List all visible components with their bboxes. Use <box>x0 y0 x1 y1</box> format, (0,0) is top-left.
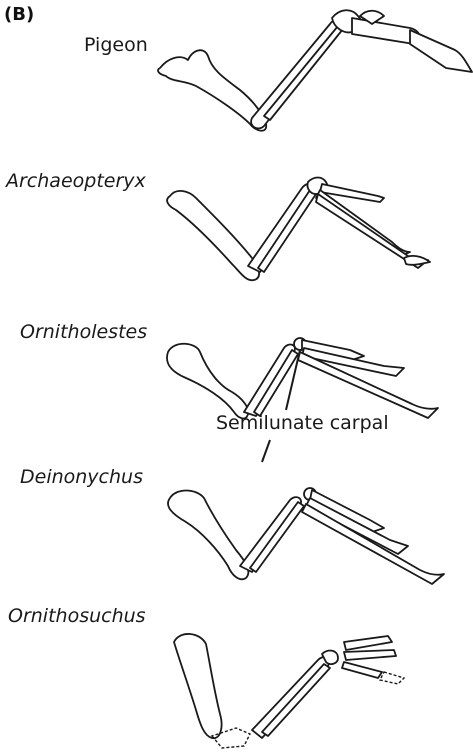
deinonychus-humerus <box>168 491 248 580</box>
pigeon-forelimb <box>158 10 472 131</box>
ornithosuchus-ulna <box>252 657 329 738</box>
deinonychus-ulna <box>240 497 301 572</box>
archaeopteryx-claw <box>404 256 430 265</box>
ornithosuchus-digit-missing <box>380 672 404 684</box>
pigeon-digit <box>410 30 472 72</box>
archaeopteryx-humerus <box>167 191 259 280</box>
ornitholestes-forelimb <box>167 338 438 418</box>
ornithosuchus-digit-2 <box>344 650 396 660</box>
deinonychus-radius <box>250 502 304 572</box>
ornithosuchus-radius <box>262 664 330 736</box>
archaeopteryx-radius <box>258 190 316 272</box>
pigeon-humerus <box>158 50 266 131</box>
ornithosuchus-digit-3 <box>342 662 382 678</box>
ornithosuchus-digit-1 <box>344 636 392 650</box>
deinonychus-digit-2 <box>306 498 408 554</box>
pigeon-ulna <box>251 21 340 129</box>
deinonychus-forelimb <box>168 488 444 584</box>
pigeon-radius <box>264 26 343 120</box>
ornithosuchus-forelimb <box>174 634 404 748</box>
ornithosuchus-humerus <box>174 634 222 738</box>
semilunate-carpal-pointer-bottom <box>262 440 270 462</box>
archaeopteryx-forelimb <box>167 178 430 281</box>
deinonychus-digit-3 <box>302 504 444 584</box>
ornitholestes-humerus <box>167 344 248 419</box>
